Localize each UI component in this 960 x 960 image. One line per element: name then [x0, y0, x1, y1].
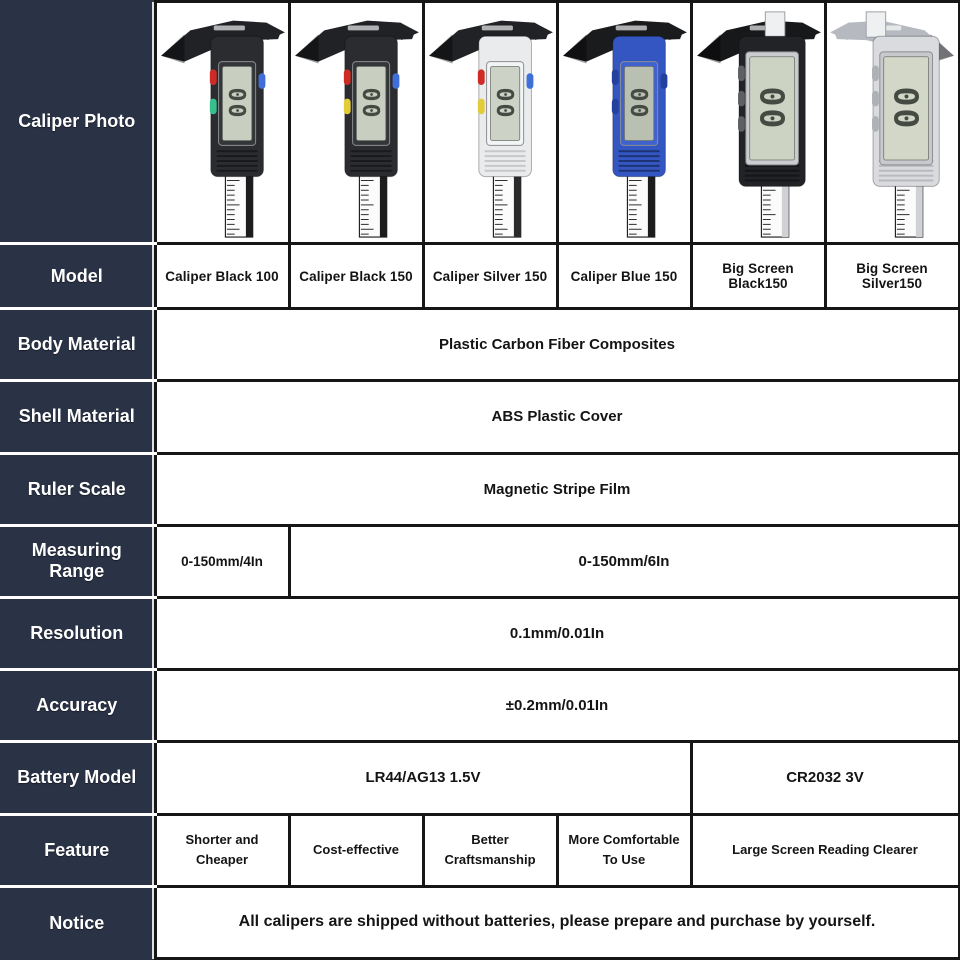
- caliper-photo-image: 00: [292, 6, 420, 239]
- ruler-scale-value: Magnetic Stripe Film: [153, 451, 960, 527]
- feature-cell-2: Cost-effective: [287, 812, 425, 888]
- caliper-photo-image: 00: [694, 6, 822, 239]
- row-header-body-material: Body Material: [0, 307, 157, 383]
- shell-material-value: ABS Plastic Cover: [153, 379, 960, 455]
- measuring-range-col1: 0-150mm/4In: [153, 523, 291, 599]
- row-header-measuring-range: Measuring Range: [0, 523, 157, 599]
- feature-cell-3: Better Craftsmanship: [421, 812, 559, 888]
- svg-text:00: 00: [491, 87, 519, 119]
- svg-text:00: 00: [625, 87, 653, 119]
- row-header-shell-material: Shell Material: [0, 379, 157, 455]
- row-header-accuracy: Accuracy: [0, 668, 157, 744]
- row-header-battery-model: Battery Model: [0, 740, 157, 816]
- feature-cell-1: Shorter and Cheaper: [153, 812, 291, 888]
- model-cell-3: Caliper Silver 150: [421, 242, 559, 311]
- battery-value-cr2032: CR2032 3V: [689, 740, 960, 816]
- svg-text:00: 00: [752, 86, 791, 130]
- battery-value-lr44: LR44/AG13 1.5V: [153, 740, 693, 816]
- caliper-photo-image: 00: [158, 6, 286, 239]
- caliper-photo-bigscreen-silver: 00: [823, 0, 960, 246]
- caliper-photo-black-150: 00: [287, 0, 425, 246]
- caliper-photo-image: 00: [828, 6, 956, 239]
- caliper-photo-bigscreen-black: 00: [689, 0, 827, 246]
- caliper-photo-image: 00: [426, 6, 554, 239]
- caliper-photo-silver-150: 00: [421, 0, 559, 246]
- row-header-notice: Notice: [0, 884, 157, 959]
- row-header-caliper-photo: Caliper Photo: [0, 1, 157, 246]
- measuring-range-rest: 0-150mm/6In: [287, 523, 960, 599]
- caliper-photo-image: 00: [560, 6, 688, 239]
- model-cell-1: Caliper Black 100: [153, 242, 291, 311]
- notice-value: All calipers are shipped without batteri…: [153, 884, 960, 960]
- model-cell-4: Caliper Blue 150: [555, 242, 693, 311]
- row-header-ruler-scale: Ruler Scale: [0, 451, 157, 527]
- svg-text:00: 00: [223, 87, 251, 119]
- svg-text:00: 00: [886, 86, 925, 130]
- row-header-resolution: Resolution: [0, 595, 157, 672]
- model-cell-6: Big Screen Silver150: [823, 242, 960, 311]
- feature-cell-4: More Comfortable To Use: [555, 812, 693, 888]
- caliper-photo-blue-150: 00: [555, 0, 693, 246]
- model-cell-5: Big Screen Black150: [689, 242, 827, 311]
- feature-cell-5: Large Screen Reading Clearer: [689, 812, 960, 888]
- model-cell-2: Caliper Black 150: [287, 242, 425, 311]
- row-header-model: Model: [0, 242, 157, 311]
- accuracy-value: ±0.2mm/0.01In: [153, 668, 960, 744]
- resolution-value: 0.1mm/0.01In: [153, 595, 960, 672]
- svg-text:00: 00: [357, 87, 385, 119]
- row-header-feature: Feature: [0, 812, 157, 888]
- body-material-value: Plastic Carbon Fiber Composites: [153, 307, 960, 383]
- caliper-photo-black-100: 00: [153, 0, 291, 246]
